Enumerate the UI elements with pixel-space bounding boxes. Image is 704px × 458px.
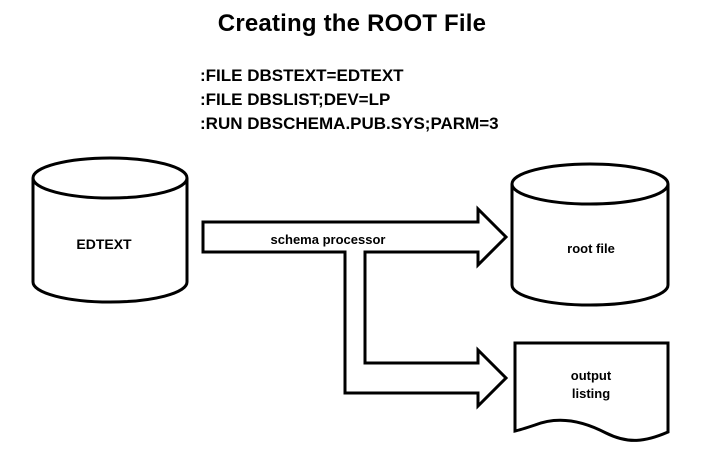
root-file-cylinder-body	[510, 184, 670, 307]
edtext-label: EDTEXT	[76, 236, 132, 252]
output-listing-label-line1: output	[571, 368, 612, 383]
page-title: Creating the ROOT File	[217, 10, 487, 37]
schema-processor-label: schema processor	[271, 232, 386, 247]
output-listing-label-line2: listing	[572, 386, 610, 401]
root-file-cylinder-top	[510, 162, 670, 206]
command-line-run-dbschema: :RUN DBSCHEMA.PUB.SYS;PARM=3	[200, 114, 499, 133]
command-line-file-dbstext: :FILE DBSTEXT=EDTEXT	[200, 66, 404, 85]
output-listing-document	[513, 341, 670, 442]
root-file-cylinder	[510, 162, 670, 307]
root-file-label: root file	[567, 241, 615, 256]
command-line-file-dbslist: :FILE DBSLIST;DEV=LP	[200, 90, 391, 109]
schema-processor-arrow	[201, 205, 509, 410]
command-list: :FILE DBSTEXT=EDTEXT :FILE DBSLIST;DEV=L…	[200, 64, 499, 136]
edtext-cylinder-body	[31, 178, 189, 304]
edtext-cylinder-top	[31, 156, 189, 200]
edtext-cylinder	[31, 156, 189, 304]
